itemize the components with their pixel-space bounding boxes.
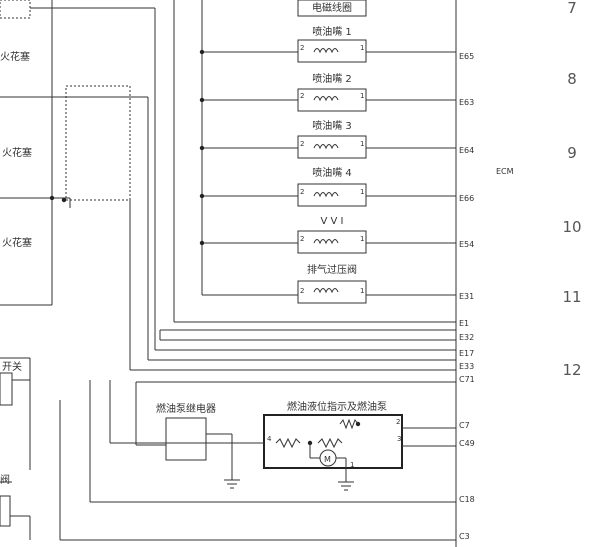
pin-c49: C49 <box>459 439 475 448</box>
pump-pin-1: 1 <box>350 461 354 469</box>
grid-number-11: 11 <box>562 288 581 306</box>
motor-label: M <box>324 455 331 464</box>
pin-c18: C18 <box>459 495 475 504</box>
grid-number-8: 8 <box>567 70 577 88</box>
grid-number-12: 12 <box>562 361 581 379</box>
pin-e66: E66 <box>459 194 474 203</box>
pin-2: 2 <box>300 287 304 295</box>
pin-c3: C3 <box>459 532 470 541</box>
pin-1: 1 <box>360 287 364 295</box>
pin-2: 2 <box>300 188 304 196</box>
spark-plug-label-1: 火花塞 <box>0 50 30 63</box>
left-section <box>0 0 156 540</box>
pin-e63: E63 <box>459 98 474 107</box>
injector-2-label: 喷油嘴 2 <box>312 72 352 85</box>
injector-column <box>130 0 456 371</box>
pin-e64: E64 <box>459 146 474 155</box>
injector-4-label: 喷油嘴 4 <box>312 166 352 179</box>
grid-number-9: 9 <box>567 144 577 162</box>
spark-plug-label-3: 火花塞 <box>2 236 32 249</box>
pin-1: 1 <box>360 92 364 100</box>
pin-e32: E32 <box>459 333 474 342</box>
exhaust-valve-label: 排气过压阀 <box>307 263 357 276</box>
pin-1: 1 <box>360 44 364 52</box>
pin-2: 2 <box>300 44 304 52</box>
fuel-pump-relay-label: 燃油泵继电器 <box>156 402 216 415</box>
pin-2: 2 <box>300 140 304 148</box>
pin-2: 2 <box>300 235 304 243</box>
pump-pin-3: 3 <box>397 435 401 443</box>
pin-e17: E17 <box>459 349 474 358</box>
pin-c7: C7 <box>459 421 470 430</box>
pin-e54: E54 <box>459 240 474 249</box>
pump-pin-4: 4 <box>267 435 272 443</box>
injector-1-label: 喷油嘴 1 <box>312 25 352 38</box>
pin-e33: E33 <box>459 362 474 371</box>
grid-number-10: 10 <box>562 218 581 236</box>
pin-1: 1 <box>360 188 364 196</box>
ecm-label: ECM <box>496 167 514 176</box>
pin-c71: C71 <box>459 375 475 384</box>
pin-1: 1 <box>360 235 364 243</box>
pin-e65: E65 <box>459 52 474 61</box>
pin-2: 2 <box>300 92 304 100</box>
pin-e31: E31 <box>459 292 474 301</box>
pin-e1: E1 <box>459 319 469 328</box>
fuel-pump-section <box>59 380 456 541</box>
pin-1: 1 <box>360 140 364 148</box>
valve-label: 阀 <box>0 473 10 486</box>
grid-number-7: 7 <box>567 0 577 17</box>
injector-3-label: 喷油嘴 3 <box>312 119 352 132</box>
fuel-pump-label: 燃油液位指示及燃油泵 <box>287 400 387 413</box>
solenoid-label: 电磁线圈 <box>312 1 352 14</box>
spark-plug-label-2: 火花塞 <box>2 146 32 159</box>
pump-pin-2: 2 <box>396 418 400 426</box>
switch-label: 开关 <box>2 360 22 373</box>
vvi-label: V V I <box>321 216 344 227</box>
